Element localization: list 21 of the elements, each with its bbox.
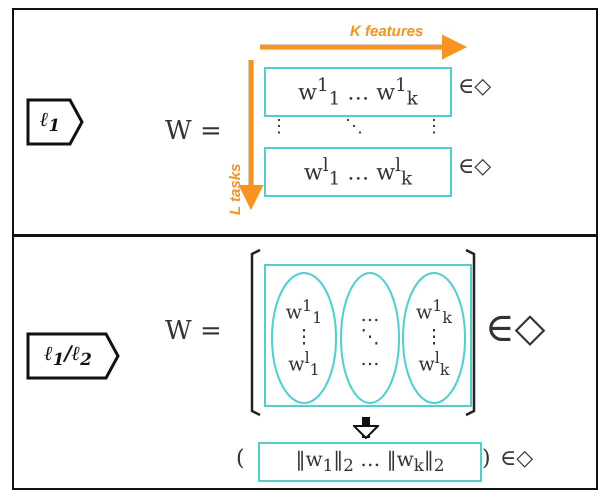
tag-label: ℓ$_{1}$/ℓ$_{2}$ — [26, 332, 120, 380]
membership-symbol: ∈◇ — [485, 308, 546, 348]
panel-frame — [12, 8, 598, 236]
parenthesis: ) — [482, 448, 491, 470]
parenthesis: ( — [236, 448, 245, 470]
membership-symbol: ∈◇ — [458, 156, 492, 178]
axis-label: L tasks — [228, 164, 243, 215]
equation-text: W = — [165, 118, 222, 144]
ellipsis-dots: ⋮ — [270, 118, 288, 136]
norm-box: ‖w$_{1}$‖$_{2}$ … ‖w$_{k}$‖$_{2}$ — [258, 442, 482, 482]
hollow-arrow — [353, 417, 379, 439]
matrix-box — [264, 264, 472, 407]
membership-symbol: ∈◇ — [458, 76, 492, 98]
ellipsis-dots: ⋮ — [425, 118, 443, 136]
equation-text: W = — [165, 318, 222, 344]
axis-label: K features — [350, 24, 424, 39]
tag-label: ℓ$_{1}$ — [26, 98, 84, 146]
membership-symbol: ∈◇ — [500, 448, 534, 470]
ellipsis-dots: ⋱ — [345, 118, 363, 136]
panel-frame — [12, 235, 598, 490]
column-ellipse: … ⋱ … — [340, 272, 400, 404]
